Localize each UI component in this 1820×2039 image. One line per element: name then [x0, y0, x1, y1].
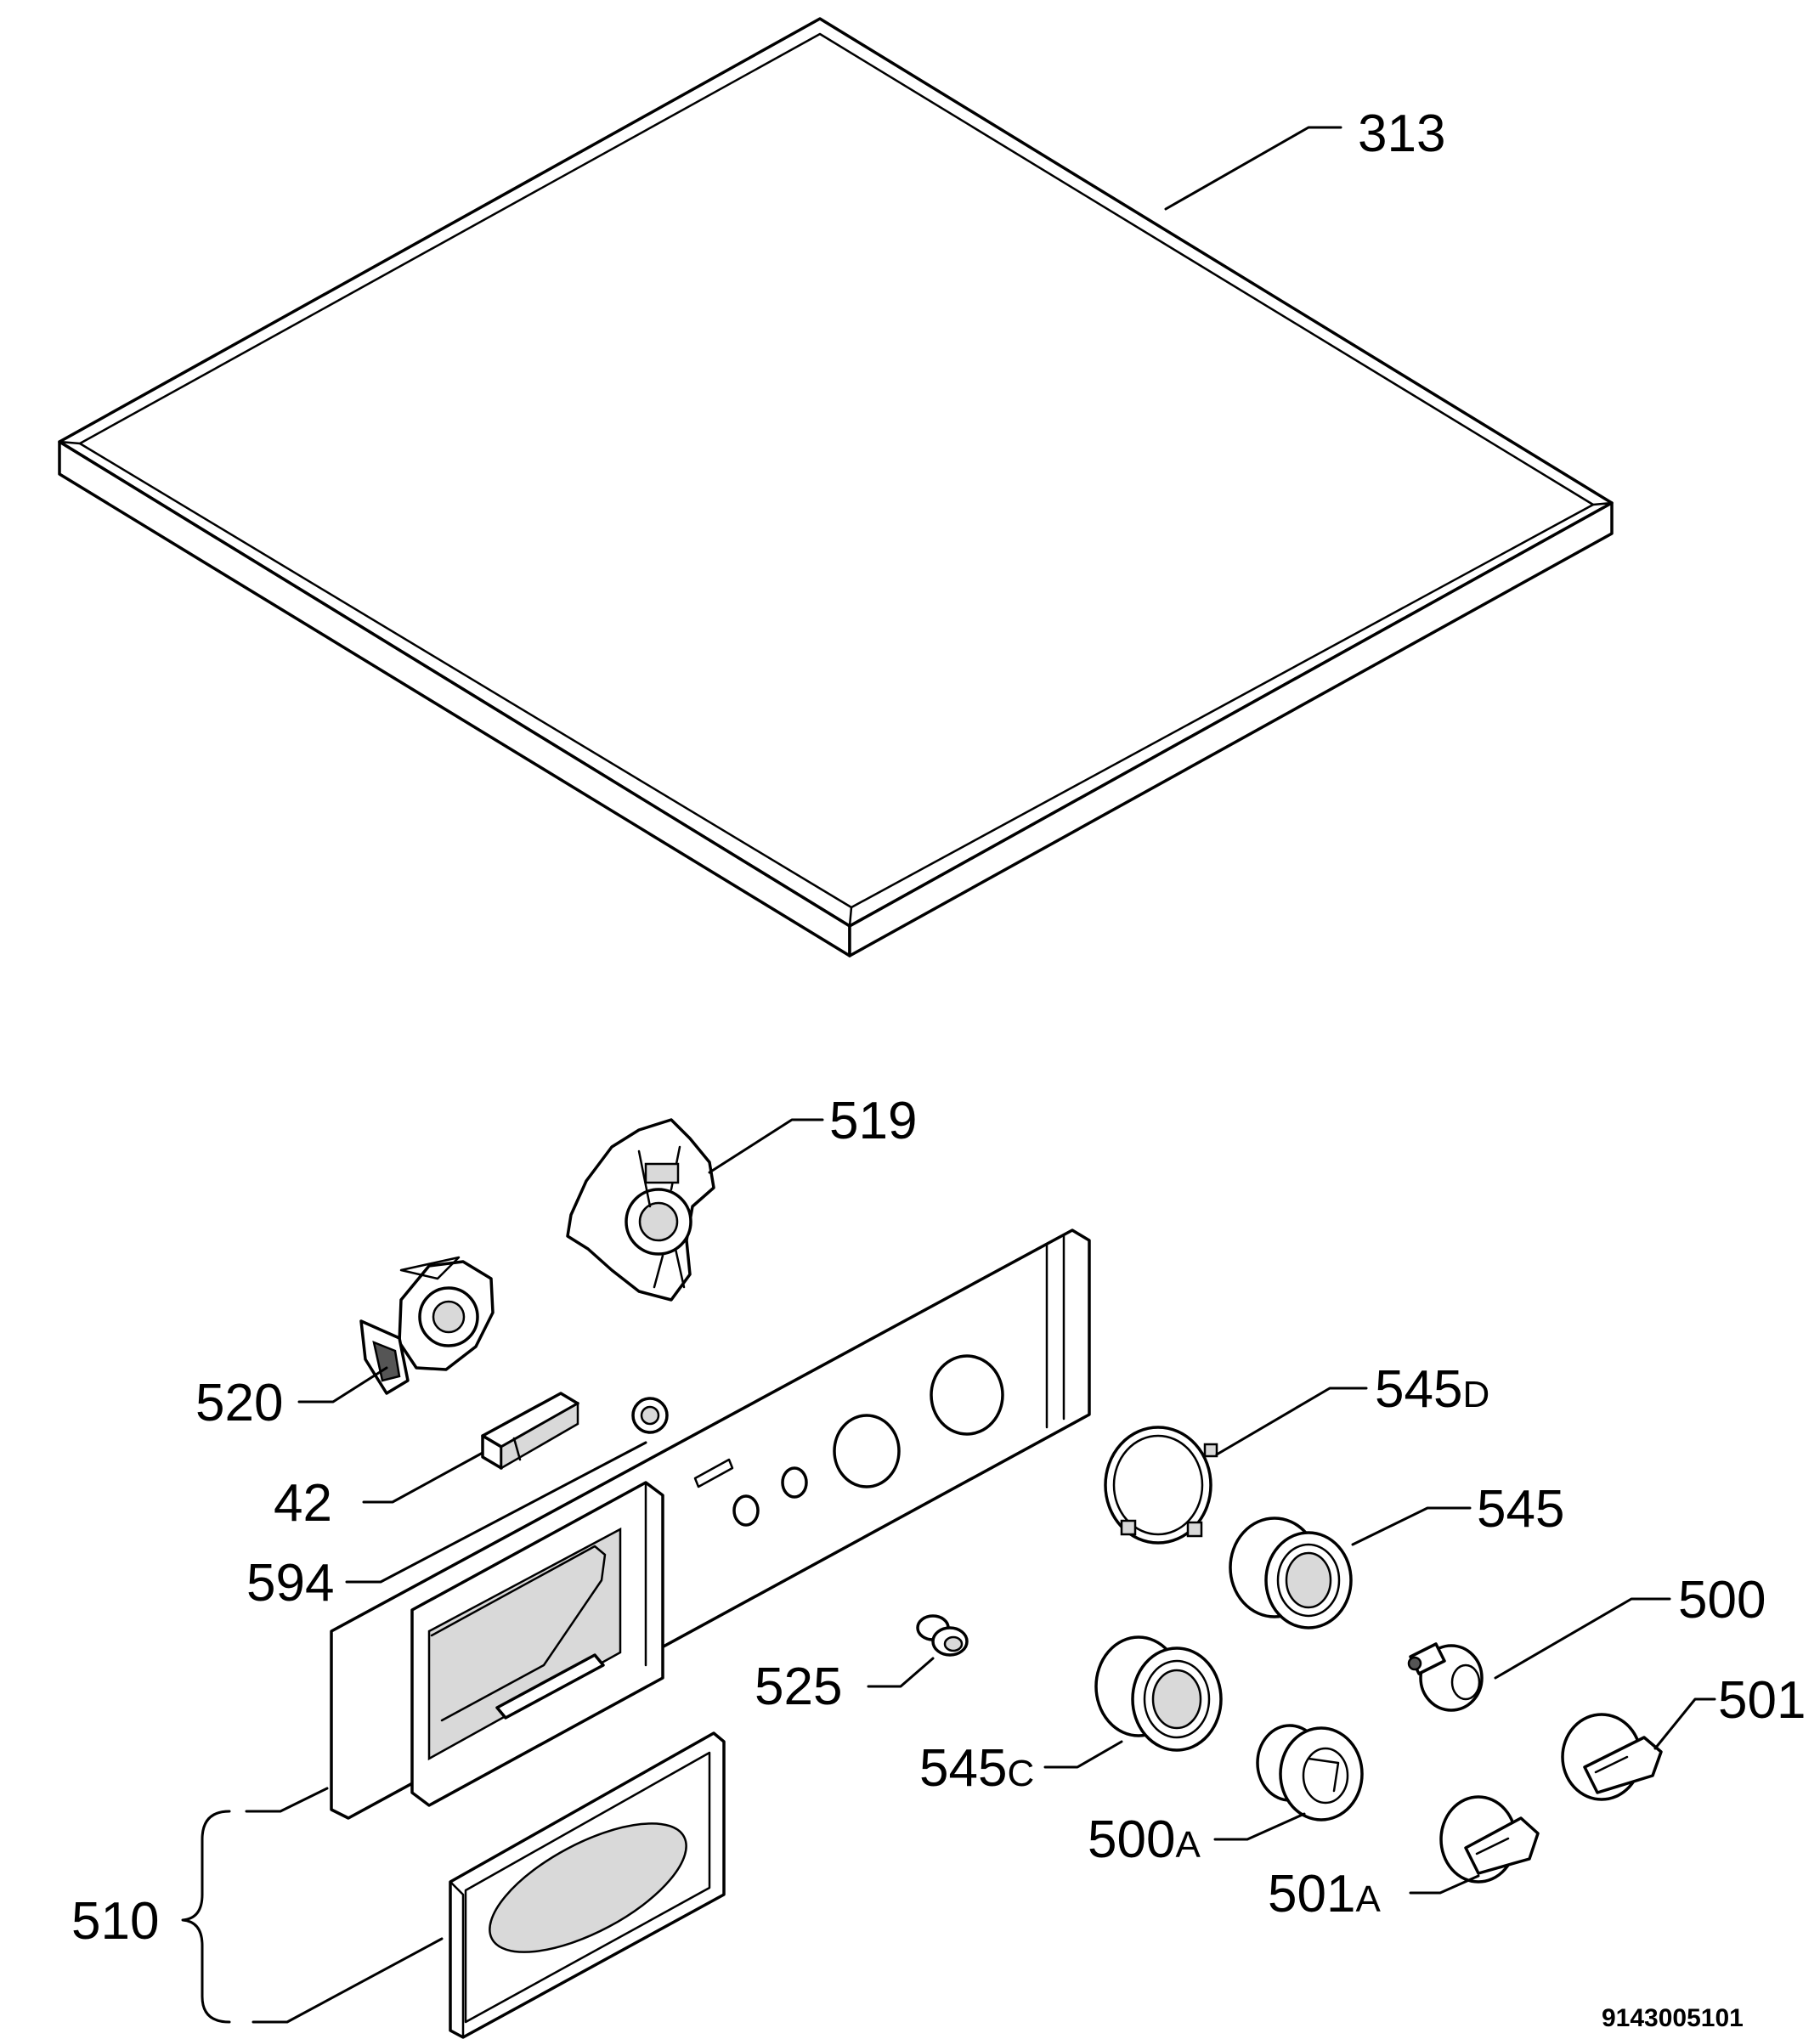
label-501: 501 [1718, 1671, 1806, 1730]
part-545D-ring [1104, 1426, 1218, 1545]
label-545D: 545D [1375, 1360, 1489, 1419]
leader-510-lower [252, 1937, 444, 2024]
leader-519 [708, 1118, 824, 1174]
part-indicator-button [631, 1397, 669, 1434]
label-501A: 501A [1268, 1865, 1381, 1923]
label-500A-num: 500 [1088, 1810, 1175, 1869]
part-501-cap [1561, 1713, 1663, 1801]
bracket-510 [181, 1810, 231, 2024]
drawing-code: 9143005101 [1602, 2004, 1744, 2032]
part-525-pin [916, 1614, 969, 1657]
leader-42 [362, 1451, 484, 1504]
leader-545C [1043, 1740, 1123, 1769]
leader-500 [1494, 1597, 1671, 1680]
part-42-switch-block [481, 1392, 579, 1471]
part-594-control-panel [330, 1228, 1091, 1820]
leader-520 [297, 1366, 388, 1404]
label-545D-num: 545 [1375, 1360, 1462, 1419]
label-500A-suffix: A [1175, 1824, 1201, 1866]
label-501A-num: 501 [1268, 1865, 1355, 1923]
leader-313 [1164, 126, 1342, 211]
leader-501 [1653, 1697, 1716, 1750]
part-500-knob-insert [1407, 1642, 1484, 1712]
label-545C-suffix: C [1007, 1753, 1034, 1794]
label-545C: 545C [919, 1739, 1034, 1798]
label-594: 594 [246, 1554, 334, 1613]
leader-594 [345, 1441, 647, 1584]
label-520: 520 [195, 1374, 283, 1432]
part-510-drawer-front [449, 1731, 726, 2039]
part-501A-cap [1439, 1795, 1540, 1884]
leader-501A [1409, 1874, 1480, 1895]
label-545: 545 [1477, 1480, 1564, 1539]
label-525: 525 [755, 1658, 842, 1716]
part-313-worktop [58, 17, 1614, 957]
part-545-knob [1229, 1517, 1353, 1630]
label-42: 42 [274, 1474, 332, 1533]
leader-545 [1351, 1506, 1472, 1546]
leader-500A [1213, 1812, 1306, 1841]
part-519-bracket [566, 1118, 715, 1302]
leader-510-upper [245, 1787, 329, 1813]
label-519: 519 [829, 1092, 917, 1150]
label-545C-num: 545 [919, 1739, 1007, 1798]
label-545D-suffix: D [1462, 1374, 1489, 1415]
label-510: 510 [71, 1892, 159, 1951]
leader-545D [1215, 1387, 1368, 1456]
leader-525 [867, 1657, 935, 1688]
label-500: 500 [1678, 1571, 1766, 1630]
label-501A-suffix: A [1355, 1878, 1381, 1920]
label-313: 313 [1358, 104, 1445, 163]
label-500A: 500A [1088, 1810, 1201, 1869]
part-545C-knob [1094, 1635, 1223, 1752]
part-500A-knob-insert [1256, 1724, 1364, 1822]
